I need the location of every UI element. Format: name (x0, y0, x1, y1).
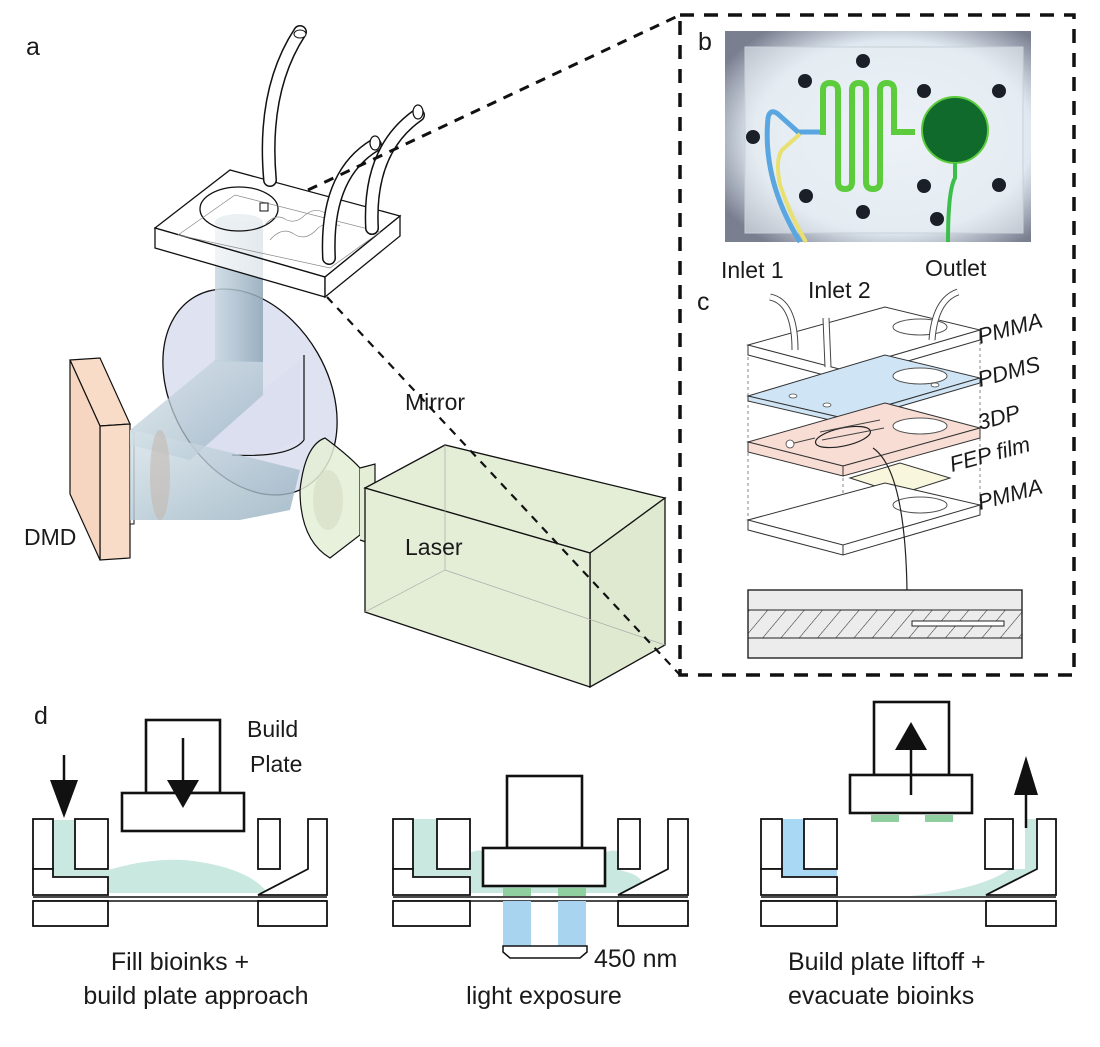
printed-region (503, 888, 531, 896)
panel-a-assembly: DMD Laser Mirror (24, 13, 681, 689)
dmd-label: DMD (24, 524, 76, 550)
inlet2-label: Inlet 2 (808, 277, 871, 303)
zoom-line-bottom (326, 296, 681, 676)
step-2-exposure (392, 774, 689, 959)
printed-region (925, 815, 953, 822)
arrow-down-icon (167, 780, 199, 808)
panel-label-c: c (697, 288, 710, 316)
exploded-stack (746, 288, 982, 591)
panel-label-d: d (34, 702, 48, 730)
layer-3dp (746, 402, 982, 477)
wavelength-label: 450 nm (594, 945, 677, 973)
step-2-caption: light exposure (466, 982, 622, 1010)
build-plate-column (505, 774, 584, 850)
outlet-label: Outlet (925, 255, 987, 281)
reaction-chamber (921, 96, 989, 164)
step-1-caption-line1: Fill bioinks + (111, 948, 249, 976)
layer-label-pdms: PDMS (975, 351, 1043, 392)
layer-label-3dp: 3DP (975, 400, 1023, 435)
zoom-line-top (307, 13, 681, 192)
arrow-up-icon (895, 722, 927, 750)
build-plate-label-1: Build (247, 716, 298, 742)
build-plate (481, 846, 607, 888)
layer-pmma-top (746, 288, 982, 381)
panel-label-a: a (26, 33, 40, 61)
layer-pmma-bottom (746, 482, 982, 556)
printed-region (558, 888, 586, 896)
dmd-block (69, 357, 135, 561)
channel-cross-section (911, 620, 1005, 627)
laser-box (363, 444, 667, 689)
zoom-inset-border (678, 13, 1076, 677)
step-1-fill (32, 718, 328, 927)
beam-from-laser (130, 430, 300, 520)
inlet-tube-blue (764, 109, 820, 244)
objective-lens (502, 945, 588, 959)
inlet-tube-yellow (775, 132, 808, 244)
light-beam (503, 901, 531, 946)
laser-label: Laser (405, 534, 463, 560)
serpentine-channel (820, 79, 915, 193)
layer-label-pmma-top: PMMA (975, 308, 1045, 349)
tubes (261, 25, 425, 265)
outlet-tube-green (946, 163, 957, 243)
laser-lens (299, 437, 376, 559)
light-beam (558, 901, 586, 946)
chip-plate (153, 169, 402, 299)
build-plate-label-2: Plate (250, 751, 302, 777)
step-3-liftoff (760, 700, 1057, 927)
screws (746, 54, 1006, 226)
layer-label-pmma-bottom: PMMA (975, 474, 1045, 515)
arrow-up-icon (1014, 756, 1038, 795)
panel-label-b: b (698, 28, 712, 56)
inlet1-label: Inlet 1 (721, 257, 784, 283)
arrow-down-icon (50, 780, 78, 818)
step-1-caption-line2: build plate approach (83, 982, 308, 1010)
cross-section (747, 589, 1023, 659)
printed-region (871, 815, 899, 822)
mirror-label: Mirror (405, 389, 465, 415)
step-3-caption-line2: evacuate bioinks (788, 982, 974, 1010)
step-3-caption-line1: Build plate liftoff + (788, 948, 986, 976)
chip-photo (725, 31, 1031, 244)
